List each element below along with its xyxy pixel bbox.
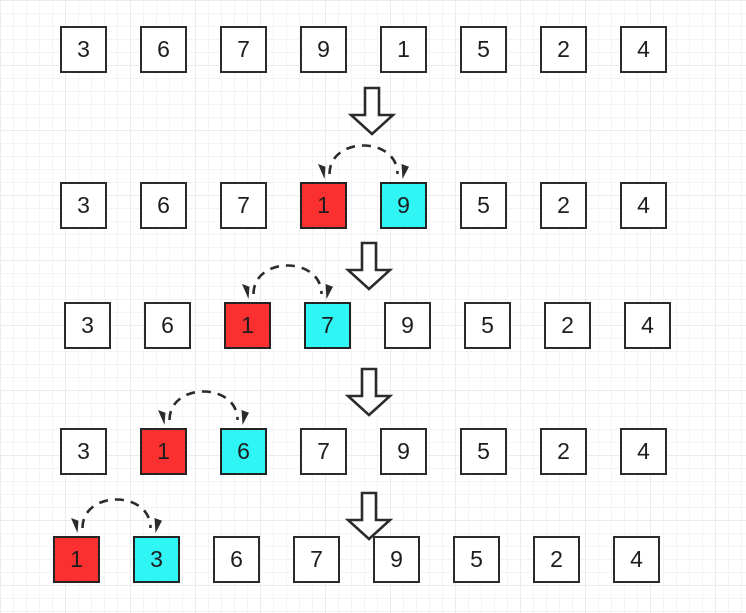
array-cell: 2 [540, 182, 587, 229]
array-cell: 2 [544, 302, 591, 349]
array-cell: 6 [140, 26, 187, 73]
array-cell: 1 [300, 182, 347, 229]
array-cell: 2 [533, 536, 580, 583]
array-cell: 4 [620, 182, 667, 229]
array-cell: 4 [620, 428, 667, 475]
array-cell: 9 [380, 182, 427, 229]
array-cell: 4 [613, 536, 660, 583]
array-cell: 4 [620, 26, 667, 73]
array-cell: 3 [133, 536, 180, 583]
array-cell: 7 [293, 536, 340, 583]
array-cell: 3 [60, 428, 107, 475]
array-cell: 9 [384, 302, 431, 349]
array-cell: 1 [380, 26, 427, 73]
array-cell: 1 [140, 428, 187, 475]
array-cell: 3 [60, 26, 107, 73]
array-cell: 1 [53, 536, 100, 583]
step-down-arrow-icon [345, 491, 393, 541]
swap-arc [0, 0, 746, 179]
array-cell: 3 [60, 182, 107, 229]
array-cell: 9 [300, 26, 347, 73]
swap-arc [0, 0, 746, 425]
array-cell: 6 [144, 302, 191, 349]
array-cell: 5 [460, 26, 507, 73]
array-cell: 7 [300, 428, 347, 475]
array-cell: 5 [460, 182, 507, 229]
array-cell: 2 [540, 26, 587, 73]
step-down-arrow-icon [348, 86, 396, 136]
array-cell: 3 [64, 302, 111, 349]
array-cell: 5 [453, 536, 500, 583]
array-cell: 4 [624, 302, 671, 349]
array-cell: 6 [213, 536, 260, 583]
array-cell: 7 [220, 182, 267, 229]
array-cell: 7 [304, 302, 351, 349]
array-cell: 5 [460, 428, 507, 475]
step-down-arrow-icon [345, 241, 393, 291]
swap-arc [0, 0, 746, 533]
array-cell: 9 [373, 536, 420, 583]
array-cell: 5 [464, 302, 511, 349]
array-cell: 2 [540, 428, 587, 475]
array-cell: 1 [224, 302, 271, 349]
array-cell: 6 [220, 428, 267, 475]
array-cell: 9 [380, 428, 427, 475]
array-cell: 6 [140, 182, 187, 229]
step-down-arrow-icon [345, 367, 393, 417]
swap-arc [0, 0, 746, 299]
array-cell: 7 [220, 26, 267, 73]
